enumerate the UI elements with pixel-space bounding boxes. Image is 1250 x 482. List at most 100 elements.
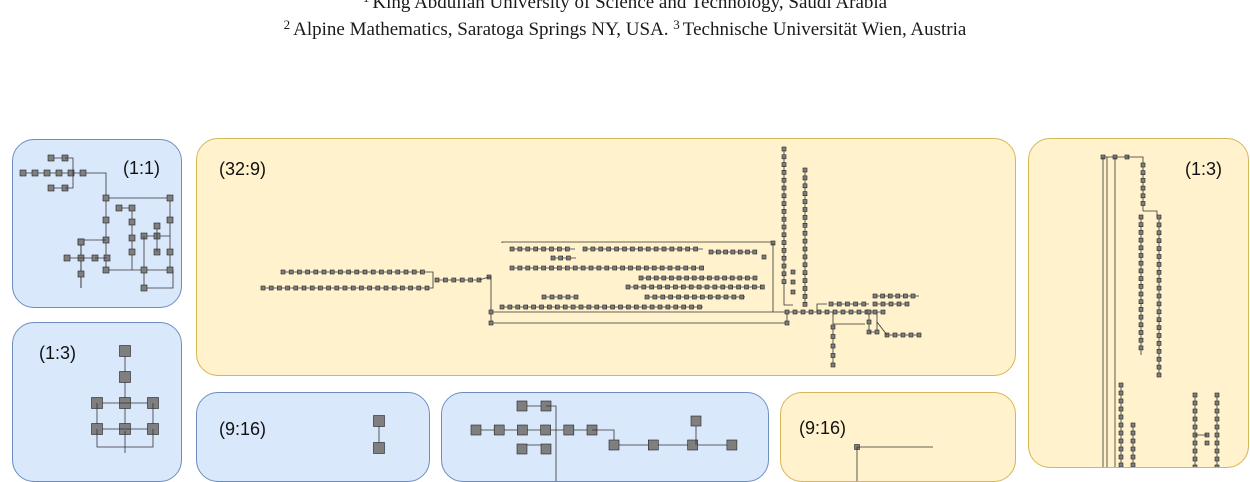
graph-node — [102, 194, 110, 202]
affiliation-text-3: Technische Universität Wien, Austria — [682, 19, 967, 40]
graph-node — [1156, 293, 1162, 299]
graph-node — [745, 249, 750, 255]
graph-node — [618, 304, 623, 310]
graph-node — [715, 249, 721, 255]
graph-node — [598, 246, 604, 252]
graph-node — [781, 224, 787, 230]
graph-node — [570, 304, 576, 310]
graph-node — [896, 301, 902, 307]
graph-node — [853, 301, 858, 307]
graph-node — [1140, 193, 1146, 199]
graph-node — [714, 275, 720, 281]
graph-node — [659, 265, 665, 271]
graph-node — [541, 294, 547, 300]
graph-node — [802, 175, 808, 181]
graph-node — [802, 199, 808, 204]
graph-node — [1156, 372, 1162, 378]
graph-node — [79, 169, 87, 177]
graph-node — [1138, 330, 1144, 335]
graph-node — [564, 246, 570, 252]
graph-node — [468, 277, 473, 283]
graph-node — [285, 285, 290, 291]
graph-node — [533, 265, 539, 271]
graph-node — [608, 439, 620, 451]
graph-node — [128, 234, 136, 242]
graph-node — [802, 207, 808, 212]
graph-node — [1156, 214, 1162, 220]
graph-node — [373, 442, 385, 454]
graph-node — [1138, 299, 1144, 304]
graph-node — [1138, 307, 1144, 312]
graph-node — [554, 304, 560, 310]
graph-node — [649, 284, 655, 290]
graph-node — [737, 275, 743, 281]
graph-node — [641, 304, 647, 310]
graph-node — [1192, 424, 1198, 430]
graph-node — [781, 232, 787, 238]
graph-node — [752, 249, 758, 255]
graph-node — [744, 284, 749, 290]
graph-node — [802, 278, 808, 283]
graph-node — [580, 265, 586, 271]
affiliation-mark-2: 2 — [283, 17, 291, 32]
graph-node — [549, 265, 554, 271]
graph-node — [594, 304, 600, 310]
graph-node — [77, 270, 85, 278]
graph-node — [675, 265, 681, 271]
graph-node — [572, 265, 578, 271]
graph-node — [102, 216, 110, 224]
graph-node — [77, 238, 85, 246]
graph-edge — [783, 285, 793, 306]
graph-node — [525, 265, 531, 271]
graph-node — [644, 294, 650, 300]
graph-node — [1214, 432, 1220, 438]
graph-node — [557, 294, 563, 300]
graph-node — [723, 294, 729, 300]
graph-node — [784, 309, 790, 315]
graph-edge — [143, 236, 174, 289]
graph-node — [830, 324, 836, 330]
graph-node — [115, 204, 123, 212]
graph-node — [507, 304, 513, 310]
graph-node — [816, 309, 822, 315]
graph-node — [880, 309, 886, 315]
aspect-ratio-label: (1:3) — [1185, 159, 1223, 179]
graph-node — [781, 154, 787, 160]
graph-node — [685, 246, 691, 252]
graph-node — [657, 304, 663, 310]
graph-node — [1214, 400, 1220, 406]
graph-node — [350, 285, 356, 291]
graph-node — [47, 154, 55, 162]
graph-node — [128, 248, 136, 256]
graph-node — [630, 246, 635, 252]
graph-node — [1118, 430, 1124, 436]
graph-edge — [876, 321, 888, 336]
graph-node — [288, 269, 294, 275]
graph-node — [625, 284, 631, 290]
graph-node — [411, 269, 417, 275]
graph-node — [523, 304, 529, 310]
graph-node — [128, 218, 136, 226]
graph-node — [1192, 416, 1198, 422]
graph-node — [354, 269, 360, 275]
graph-node — [549, 294, 555, 300]
affiliation-mark-3: 3 — [673, 17, 680, 32]
graph-node — [661, 275, 667, 281]
graph-node — [558, 255, 564, 261]
graph-node — [547, 304, 552, 310]
graph-node — [802, 167, 808, 173]
graph-node — [781, 162, 787, 167]
graph-node — [1156, 341, 1162, 346]
graph-node — [723, 249, 728, 255]
graph-node — [691, 275, 697, 281]
graph-node — [692, 294, 697, 300]
panel-9-16-left: (9:16) — [196, 392, 430, 482]
graph-node — [582, 246, 588, 252]
graph-edge — [105, 197, 171, 271]
graph-node — [900, 332, 906, 338]
graph-node — [1140, 170, 1146, 176]
graph-node — [633, 304, 639, 310]
graph-node — [515, 304, 521, 310]
graph-node — [828, 301, 834, 307]
graph-edge — [1127, 156, 1144, 165]
